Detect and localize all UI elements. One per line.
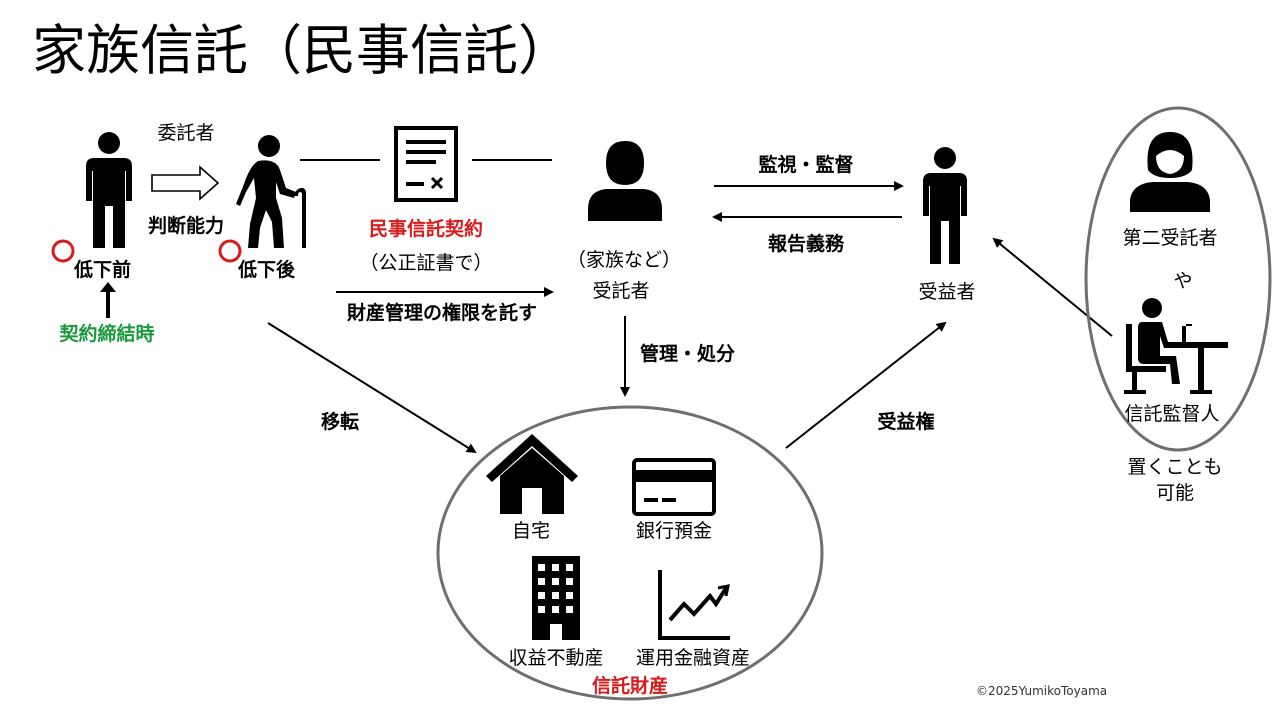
optional-roles-ellipse (1084, 106, 1272, 452)
optional-note-line1: 置くことも (1127, 456, 1223, 478)
arrow-supervisor (992, 237, 1113, 337)
supervisor-label: 信託監督人 (1124, 403, 1220, 425)
property-item-bank-deposit: 銀行預金 (635, 520, 713, 542)
before-decline-label: 低下前 (74, 259, 132, 281)
arrow-beneficial-right (785, 321, 947, 449)
person-standing-icon (86, 132, 132, 248)
second-trustee-icon (1130, 132, 1210, 212)
page-title: 家族信託（民事信託） (32, 19, 572, 82)
elderly-person-icon (236, 135, 306, 248)
contract-note-label: （公正証書で） (359, 252, 493, 274)
capacity-label: 判断能力 (147, 215, 225, 237)
beneficial-right-label: 受益権 (877, 411, 935, 433)
trustee-note-label: （家族など） (566, 249, 682, 271)
red-circle-before (51, 239, 75, 263)
supervisor-desk-icon (1124, 298, 1228, 394)
trustee-person-icon (588, 141, 662, 221)
house-icon (486, 434, 578, 514)
monitor-label: 監視・監督 (758, 154, 854, 176)
arrow-transfer (267, 322, 477, 454)
contract-document-icon (394, 126, 458, 202)
financial-chart-icon (658, 570, 730, 640)
after-decline-label: 低下後 (238, 259, 296, 281)
trustee-label: 受託者 (592, 280, 650, 302)
settlor-label: 委託者 (157, 122, 215, 144)
trust-property-label: 信託財産 (591, 675, 669, 697)
optional-note-line2: 可能 (1155, 482, 1195, 504)
property-item-home: 自宅 (511, 520, 551, 542)
trust-property-ellipse (436, 405, 824, 701)
copyright-text: ©2025YumikoToyama (976, 684, 1108, 698)
building-icon (532, 556, 580, 640)
contract-name-label: 民事信託契約 (368, 218, 484, 240)
second-trustee-label: 第二受託者 (1122, 227, 1218, 249)
or-label: や (1173, 270, 1193, 292)
beneficiary-person-icon (923, 147, 967, 264)
manage-label: 管理・処分 (640, 343, 736, 365)
transfer-label: 移転 (320, 411, 360, 433)
report-label: 報告義務 (767, 233, 845, 255)
property-item-financial-assets: 運用金融資産 (635, 647, 751, 669)
arrow-up-head (100, 282, 116, 292)
contract-timing-label: 契約締結時 (59, 323, 155, 345)
bank-card-icon (632, 458, 716, 516)
property-item-rental-property: 収益不動産 (508, 647, 604, 669)
red-circle-after (218, 239, 242, 263)
beneficiary-label: 受益者 (918, 281, 976, 303)
hollow-arrow (151, 165, 220, 201)
entrust-label: 財産管理の権限を託す (346, 302, 538, 324)
